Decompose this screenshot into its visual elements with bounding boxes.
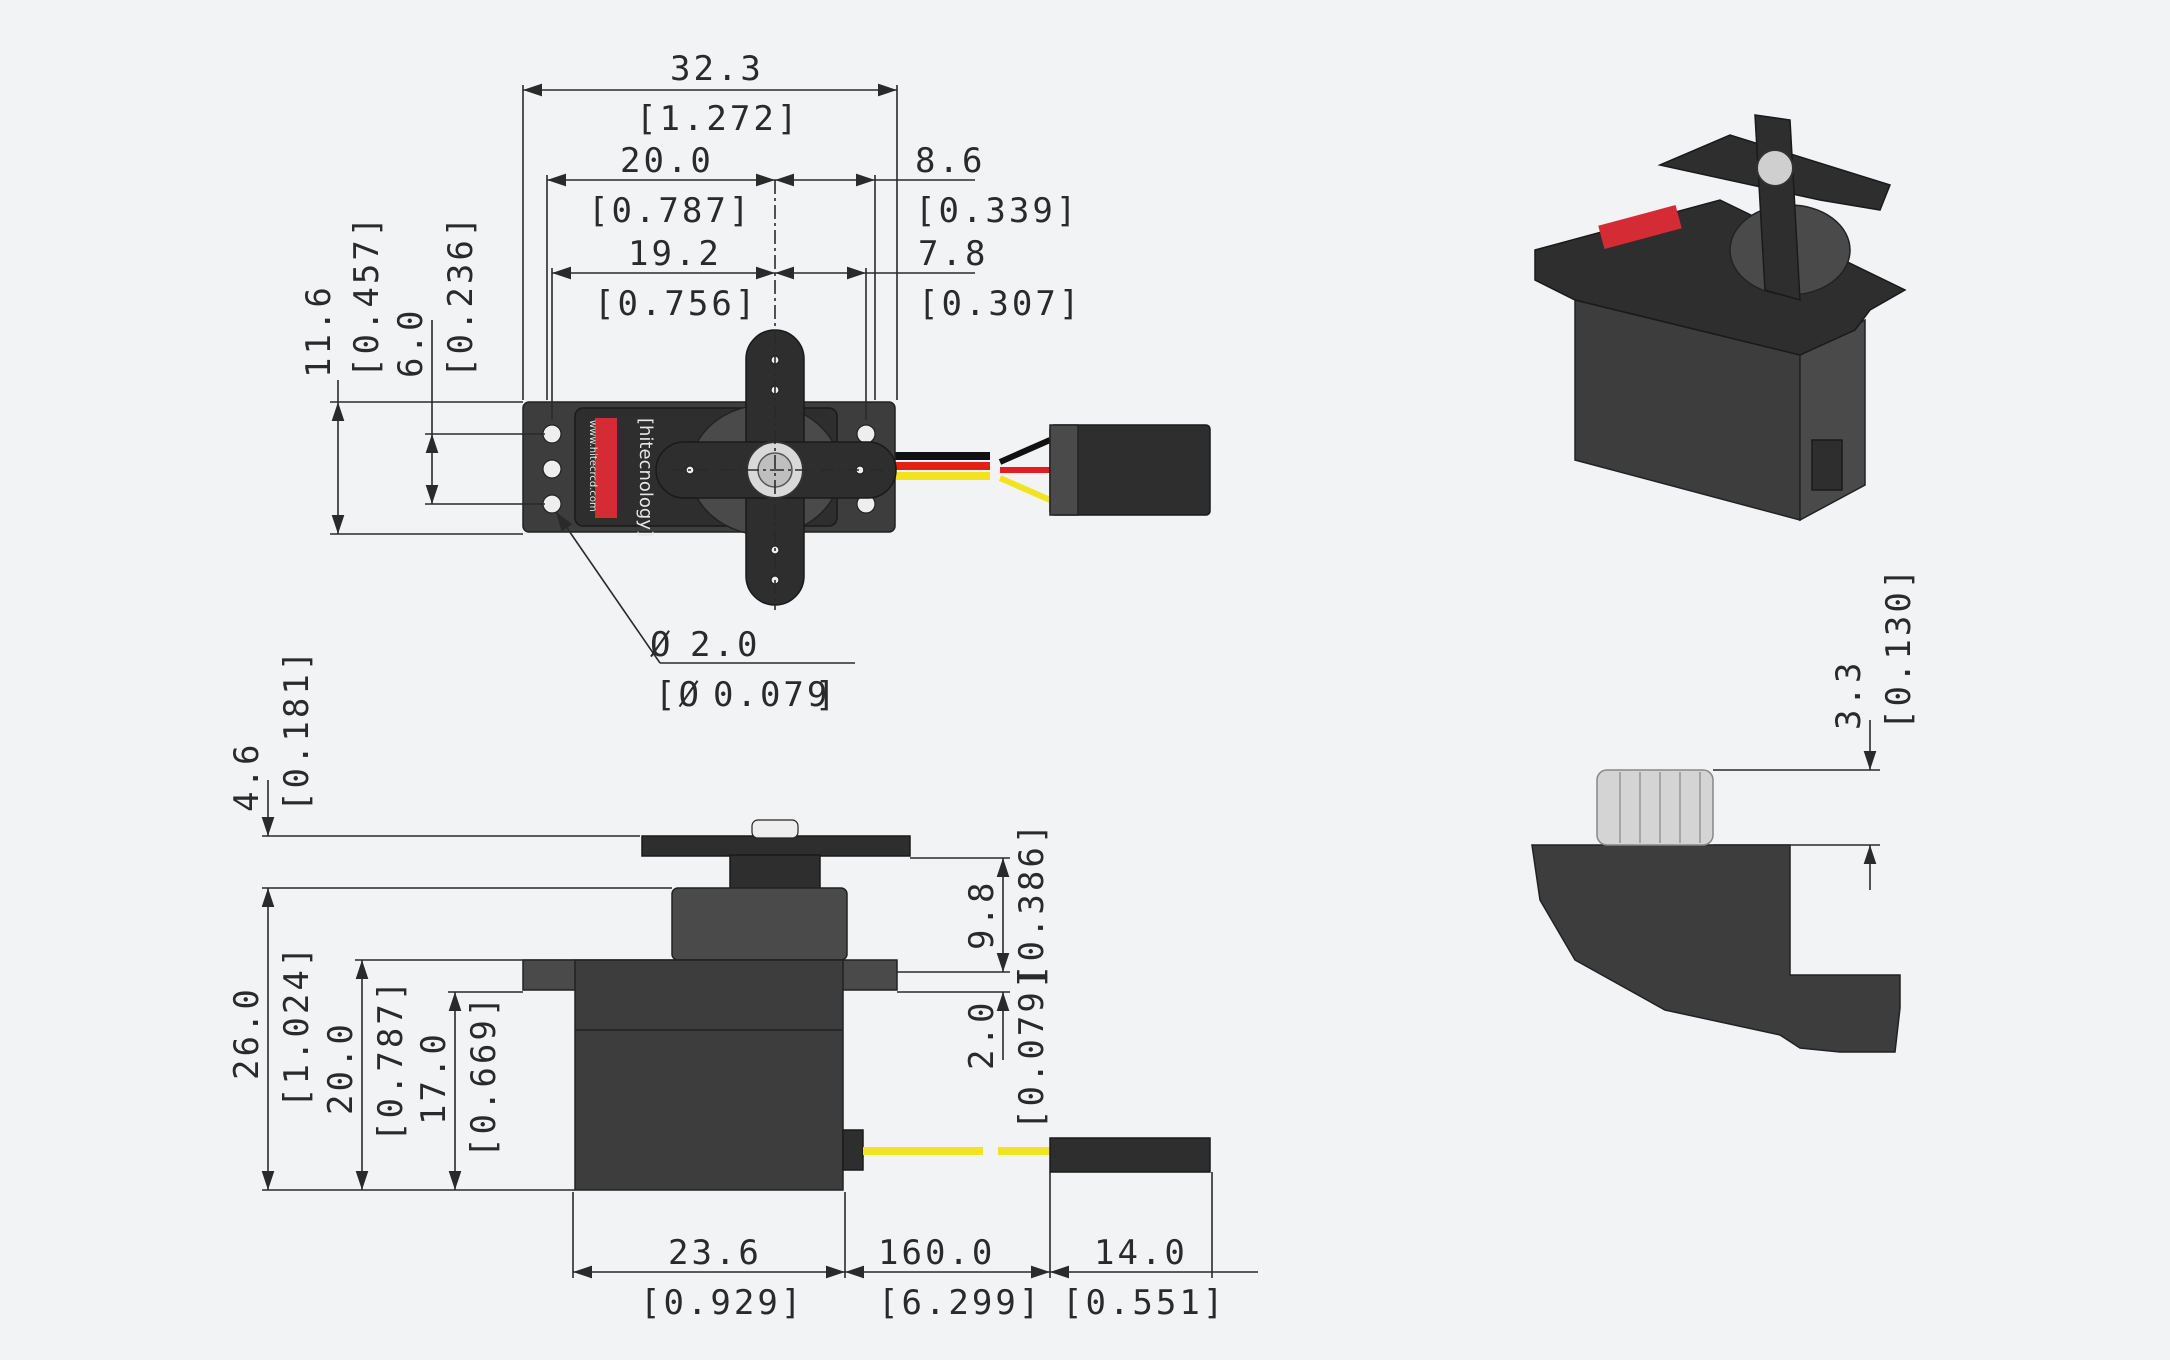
side-view: 4.6 [0.181] 26.0 [1.024] 20.0 [0.787] 17…: [227, 648, 1258, 1323]
dim-height-mount-in: [0.787]: [371, 978, 411, 1142]
dim-width-overall-in: [1.272]: [636, 99, 800, 139]
dim-hole-offset-in: [0.307]: [918, 284, 1082, 324]
label-brand: [hitecnology]: [635, 418, 656, 537]
connector-side: [1049, 1137, 1211, 1173]
dim-height-overall-in: [1.024]: [277, 944, 317, 1108]
diameter-in-open: [Ø: [655, 675, 702, 715]
dim-hole-diameter: 2.0: [690, 625, 760, 665]
dim-flange-thick-in: [0.079]: [1012, 966, 1052, 1130]
diameter-symbol: Ø: [650, 625, 673, 665]
dim-height-body: 17.0: [414, 1031, 454, 1125]
servo-horn-side: [641, 835, 911, 857]
dim-depth-in: [0.457]: [347, 214, 387, 378]
servo-wires-top: [890, 437, 1052, 503]
dim-depth: 11.6: [299, 284, 339, 378]
dim-wire-length-in: [6.299]: [878, 1283, 1042, 1323]
dim-hole-spacing-in: [0.756]: [594, 284, 758, 324]
servo-label: [595, 418, 617, 518]
dim-connector-length-in: [0.551]: [1062, 1283, 1226, 1323]
dim-horn-offset-in: [0.339]: [915, 191, 1079, 231]
dim-flange-thick: 2.0: [962, 1000, 1002, 1070]
detail-body: [1531, 844, 1901, 1053]
dim-hole-gap-in: [0.236]: [441, 214, 481, 378]
dim-hole-spacing: 19.2: [628, 234, 722, 274]
dim-width-body-in: [0.787]: [588, 191, 752, 231]
top-view: [hitecnology] www.hitecrcd.com 32.3 [1.2…: [299, 49, 1211, 715]
dim-hole-offset: 7.8: [918, 234, 988, 274]
dim-hole-gap: 6.0: [391, 308, 431, 378]
mount-hole: [856, 424, 876, 444]
dim-horn-height-in: [0.386]: [1012, 821, 1052, 985]
servo-body-side: [574, 959, 844, 1191]
dim-width-body: 20.0: [620, 141, 714, 181]
isometric-view: [1534, 114, 1907, 522]
dim-height-overall: 26.0: [227, 986, 267, 1080]
mount-hole: [542, 459, 562, 479]
dim-height-body-in: [0.669]: [464, 994, 504, 1158]
mount-hole: [542, 494, 562, 514]
dim-wire-length: 160.0: [878, 1233, 995, 1273]
dim-width-overall: 32.3: [670, 49, 764, 89]
wire-side: [863, 1147, 983, 1155]
dim-spline-length-in: [0.130]: [1879, 566, 1919, 730]
dim-body-length: 23.6: [668, 1233, 762, 1273]
mount-hole: [542, 424, 562, 444]
dim-horn-height: 9.8: [962, 880, 1002, 950]
dim-height-mount: 20.0: [321, 1021, 361, 1115]
dim-spline-length: 3.3: [1829, 660, 1869, 730]
dim-body-length-in: [0.929]: [640, 1283, 804, 1323]
dim-horn-offset: 8.6: [915, 141, 985, 181]
label-url: www.hitecrcd.com: [587, 420, 598, 512]
dim-spline-height-in: [0.181]: [277, 648, 317, 812]
spline-gear: [1596, 769, 1714, 846]
detail-view: 3.3 [0.130]: [1531, 566, 1919, 1053]
dim-spline-height: 4.6: [227, 742, 267, 812]
dim-hole-diameter-in: 0.079: [713, 675, 830, 715]
dim-connector-length: 14.0: [1094, 1233, 1188, 1273]
diameter-in-close: ]: [815, 675, 838, 715]
